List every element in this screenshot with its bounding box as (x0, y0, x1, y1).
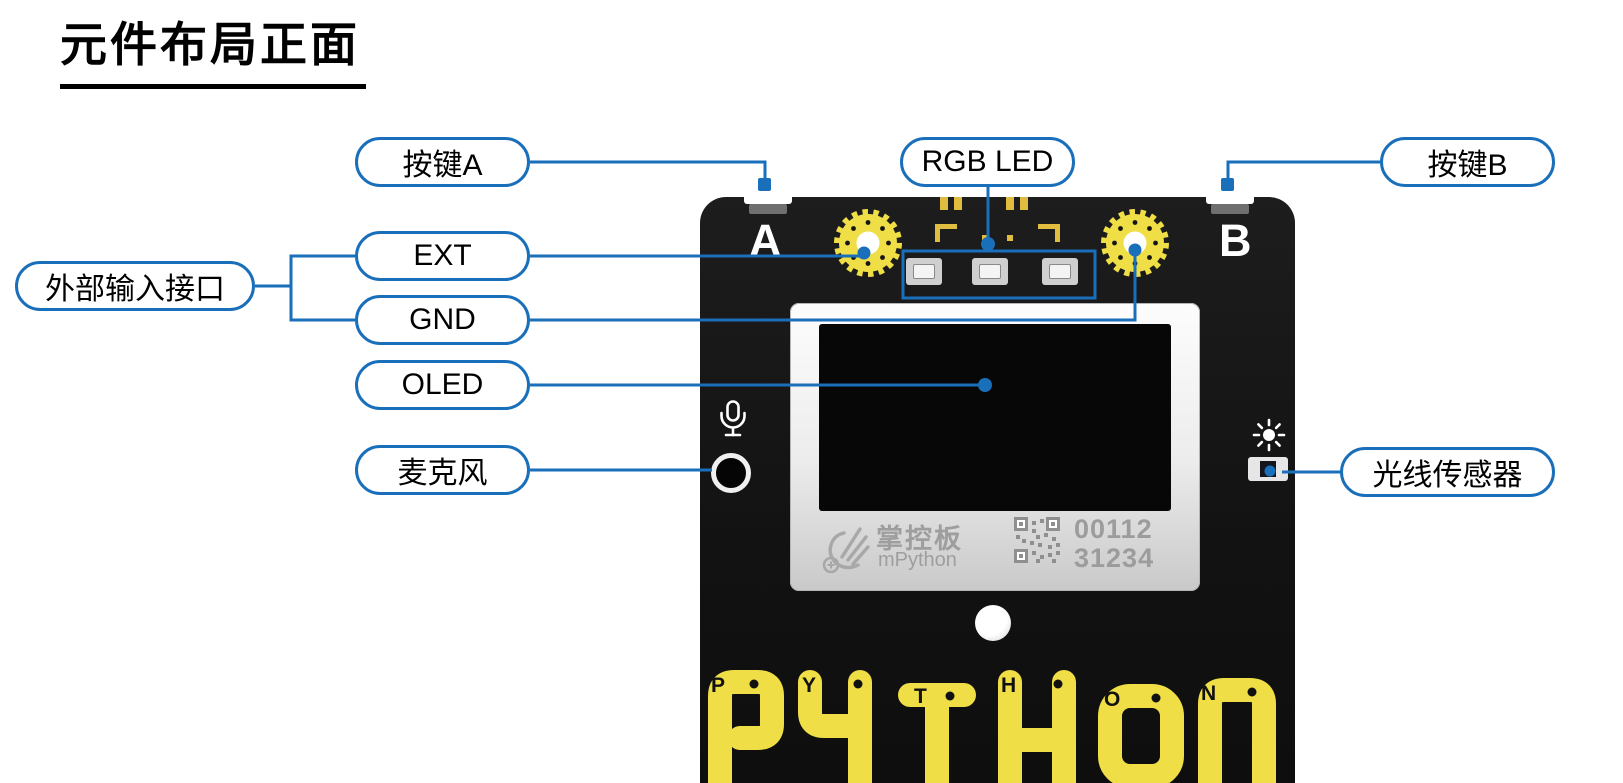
button-a-base (749, 204, 787, 214)
pad-dot (749, 679, 759, 689)
ext-pad-ring (834, 209, 902, 277)
label-pill-oled: OLED (355, 360, 530, 410)
pad-dot (1247, 687, 1257, 697)
rgb-led-die (979, 264, 1001, 279)
button-b (1206, 187, 1254, 204)
sun-icon (1252, 418, 1286, 452)
label-pill-ext: EXT (355, 231, 530, 281)
pad-label-p: P (711, 674, 725, 697)
pad-label-n: N (1201, 682, 1216, 705)
oled-module: 掌控板 mPython 00112 31234 (790, 303, 1200, 591)
label-text: 外部输入接口 (45, 273, 225, 306)
pad-dot (1053, 679, 1063, 689)
label-text: RGB LED (921, 145, 1054, 178)
serial-line-1: 00112 (1074, 514, 1153, 544)
gold-pad (1006, 197, 1014, 210)
fiducial-dot (1007, 235, 1013, 241)
pad-label-y: Y (802, 674, 816, 697)
label-text: 按键B (1427, 149, 1508, 182)
pad-label-o: O (1104, 688, 1120, 711)
touch-pad-Y (798, 670, 860, 738)
serial-line-2: 31234 (1074, 543, 1155, 573)
fiducial-mark (935, 224, 957, 229)
label-pill-gnd: GND (355, 295, 530, 345)
label-pill-mic: 麦克风 (355, 445, 530, 495)
label-text: GND (409, 303, 476, 336)
fiducial-mark (1055, 224, 1060, 242)
oled-screen (819, 324, 1171, 511)
serial-number: 00112 31234 (1074, 515, 1154, 573)
pad-dot (1151, 693, 1161, 703)
qr-code (1014, 517, 1060, 563)
rgb-led-3 (1042, 258, 1078, 285)
label-pill-ext-input: 外部输入接口 (15, 261, 255, 311)
label-text: 麦克风 (397, 457, 488, 490)
connector-button-a (530, 160, 767, 191)
rgb-led-1 (906, 258, 942, 285)
label-pill-rgb-led: RGB LED (900, 137, 1075, 187)
connector-ext-input-bracket (289, 254, 355, 322)
label-text: EXT (413, 239, 472, 272)
label-pill-button-b: 按键B (1380, 137, 1555, 187)
label-text: OLED (401, 368, 484, 401)
page-title: 元件布局正面 (60, 6, 366, 89)
fiducial-dot (982, 235, 988, 241)
pad-dot (853, 679, 863, 689)
gold-pad (1020, 197, 1028, 210)
gold-pad (940, 197, 948, 210)
gold-pad (954, 197, 962, 210)
button-b-base (1211, 204, 1249, 214)
mounting-hole (975, 605, 1011, 641)
button-a (744, 187, 792, 204)
fiducial-mark (1038, 224, 1060, 229)
light-sensor-die (1260, 461, 1276, 477)
fiducial-mark (935, 224, 940, 242)
touch-pad-O (1098, 684, 1184, 783)
label-text: 按键A (402, 149, 483, 182)
label-text: 光线传感器 (1372, 459, 1523, 492)
touch-pad-N (1198, 678, 1276, 783)
touch-pad-P (708, 670, 784, 783)
label-pill-light-sensor: 光线传感器 (1340, 447, 1555, 497)
pad-label-h: H (1001, 674, 1016, 697)
rgb-led-die (1049, 264, 1071, 279)
microphone-icon (720, 400, 746, 437)
board-logo-cn: 掌控板 (876, 524, 963, 554)
microphone-component (711, 453, 751, 493)
gnd-pad-ring (1101, 209, 1169, 277)
hand-logo-icon (822, 527, 870, 574)
mpython-board: A B (700, 187, 1295, 783)
board-logo-en: mPython (878, 549, 957, 571)
pad-label-t: T (914, 685, 927, 708)
board-letter-a: A (749, 215, 782, 266)
label-pill-button-a: 按键A (355, 137, 530, 187)
rgb-led-2 (972, 258, 1008, 285)
python-touch-pads: P Y T H O N (708, 670, 1276, 783)
pad-dot (945, 691, 955, 701)
rgb-led-die (913, 264, 935, 279)
board-letter-b: B (1219, 215, 1252, 266)
light-sensor-component (1248, 457, 1288, 481)
